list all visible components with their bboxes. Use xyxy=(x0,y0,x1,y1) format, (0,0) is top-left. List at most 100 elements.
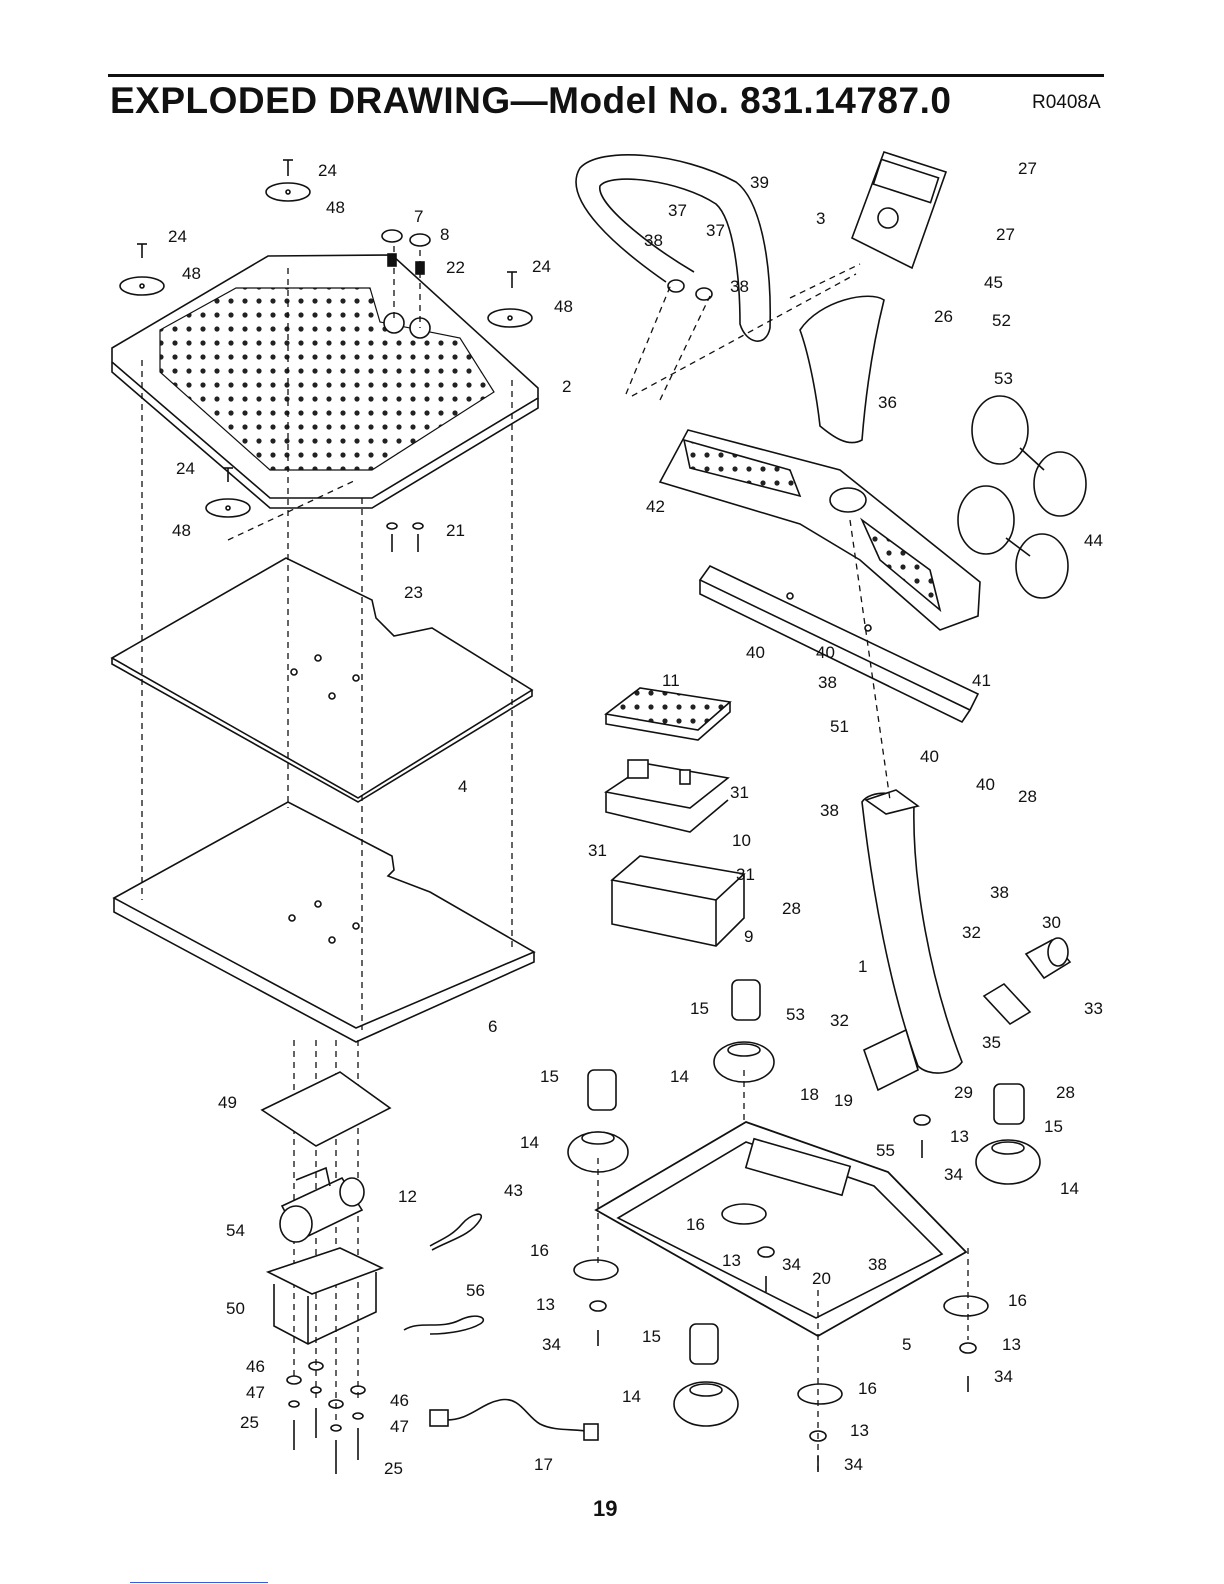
callout: 37 xyxy=(706,221,725,240)
callout: 9 xyxy=(744,927,753,946)
callout: 40 xyxy=(976,775,995,794)
page-number: 19 xyxy=(593,1496,618,1521)
callout: 25 xyxy=(384,1459,403,1478)
mount-part-55 xyxy=(863,1028,919,1092)
callout: 37 xyxy=(668,201,687,220)
callout: 26 xyxy=(934,307,953,326)
callout: 13 xyxy=(536,1295,555,1314)
callout: 35 xyxy=(982,1033,1001,1052)
callout: 38 xyxy=(990,883,1009,902)
callout: 38 xyxy=(730,277,749,296)
callout: 34 xyxy=(994,1367,1013,1386)
callout: 51 xyxy=(830,717,849,736)
plate-part-6 xyxy=(112,801,536,1043)
callout: 47 xyxy=(246,1383,265,1402)
box-part-9 xyxy=(610,855,746,947)
callout: 30 xyxy=(1042,913,1061,932)
board-part-10 xyxy=(603,759,730,833)
callout: 38 xyxy=(868,1255,887,1274)
header-rule xyxy=(108,74,1104,77)
roller-part-30 xyxy=(1024,937,1072,980)
callout: 48 xyxy=(182,264,201,283)
pad-part-49 xyxy=(260,1071,392,1147)
callout: 21 xyxy=(446,521,465,540)
callout: 40 xyxy=(816,643,835,662)
drawing-code: R0408A xyxy=(1032,92,1101,113)
callout: 24 xyxy=(532,257,551,276)
callout: 14 xyxy=(622,1387,641,1406)
callout: 38 xyxy=(820,801,839,820)
callout: 38 xyxy=(818,673,837,692)
callout: 48 xyxy=(554,297,573,316)
callout: 48 xyxy=(326,198,345,217)
callout: 45 xyxy=(984,273,1003,292)
callout: 27 xyxy=(996,225,1015,244)
callout: 34 xyxy=(844,1455,863,1474)
callout: 15 xyxy=(1044,1117,1063,1136)
callout: 14 xyxy=(1060,1179,1079,1198)
handlebar-part-39 xyxy=(575,154,772,342)
callout: 28 xyxy=(1018,787,1037,806)
callout: 33 xyxy=(1084,999,1103,1018)
callout: 52 xyxy=(992,311,1011,330)
callout: 10 xyxy=(732,831,751,850)
callout: 13 xyxy=(1002,1335,1021,1354)
callout: 19 xyxy=(834,1091,853,1110)
power-cord-part-17 xyxy=(429,1398,599,1441)
callout: 15 xyxy=(690,999,709,1018)
motor-part-12 xyxy=(279,1166,365,1243)
callout: 43 xyxy=(504,1181,523,1200)
cable-part-43 xyxy=(429,1213,483,1251)
callout: 14 xyxy=(670,1067,689,1086)
callout: 18 xyxy=(800,1085,819,1104)
callout: 46 xyxy=(246,1357,265,1376)
callout: 3 xyxy=(816,209,825,228)
callout: 24 xyxy=(176,459,195,478)
callout: 28 xyxy=(1056,1083,1075,1102)
main-tube-part-1 xyxy=(861,789,963,1074)
callout: 12 xyxy=(398,1187,417,1206)
callout: 13 xyxy=(722,1251,741,1270)
callout: 23 xyxy=(404,583,423,602)
callout: 16 xyxy=(686,1215,705,1234)
callout: 20 xyxy=(812,1269,831,1288)
callout: 46 xyxy=(390,1391,409,1410)
upright-part-36 xyxy=(799,295,885,444)
callout: 1 xyxy=(858,957,867,976)
platform-top-part xyxy=(111,254,539,509)
footnote-link-line xyxy=(130,1582,268,1583)
base-frame-part-5 xyxy=(594,1121,968,1338)
callout: 22 xyxy=(446,258,465,277)
callout-labels: 24 48 24 48 7 8 22 24 48 2 24 48 21 23 4… xyxy=(168,159,1103,1478)
callout: 41 xyxy=(972,671,991,690)
callout: 40 xyxy=(746,643,765,662)
callout: 39 xyxy=(750,173,769,192)
armrest-part-42 xyxy=(658,429,981,631)
callout: 11 xyxy=(662,671,680,690)
console-part-3 xyxy=(850,151,948,270)
callout: 16 xyxy=(858,1379,877,1398)
callout: 25 xyxy=(240,1413,259,1432)
callout: 32 xyxy=(830,1011,849,1030)
callout: 40 xyxy=(920,747,939,766)
callout: 53 xyxy=(786,1005,805,1024)
callout: 7 xyxy=(414,207,423,226)
callout: 13 xyxy=(950,1127,969,1146)
callout: 16 xyxy=(1008,1291,1027,1310)
callout: 5 xyxy=(902,1335,911,1354)
callout: 36 xyxy=(878,393,897,412)
callout: 14 xyxy=(520,1133,539,1152)
callout: 49 xyxy=(218,1093,237,1112)
bracket-part-50 xyxy=(265,1247,385,1345)
callout: 34 xyxy=(944,1165,963,1184)
callout: 31 xyxy=(736,865,755,884)
callout: 15 xyxy=(540,1067,559,1086)
callout: 6 xyxy=(488,1017,497,1036)
callout: 24 xyxy=(318,161,337,180)
callout: 31 xyxy=(588,841,607,860)
feet-assemblies xyxy=(567,979,1041,1472)
alignment-lines-right xyxy=(597,263,969,1470)
screws-washers-top xyxy=(119,159,533,552)
callout: 38 xyxy=(644,231,663,250)
callout: 34 xyxy=(782,1255,801,1274)
